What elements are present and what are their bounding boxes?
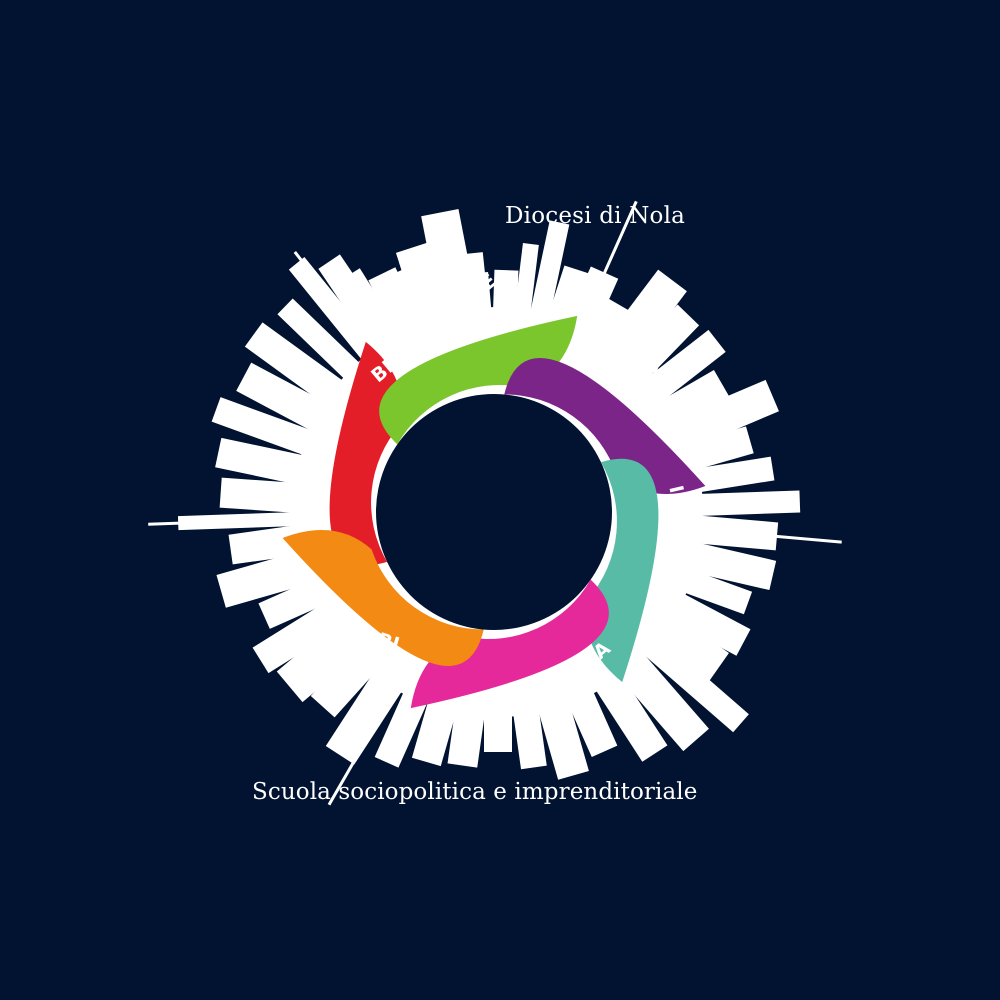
skyline-building [565, 296, 631, 381]
skyline-building [458, 252, 494, 355]
skyline-building [211, 397, 353, 470]
skyline-building [629, 370, 729, 445]
skyline-building [244, 322, 378, 431]
school-subtitle: Scuola sociopolitica e imprenditoriale [252, 779, 698, 805]
segment-valori [282, 529, 484, 666]
segment-creato [504, 358, 706, 495]
skyline-building [215, 437, 345, 494]
diocese-title: Diocesi di Nola [505, 203, 686, 229]
segment-politica [410, 579, 609, 709]
skyline-building [526, 661, 589, 780]
skyline-spire [667, 525, 842, 544]
skyline-building [615, 329, 726, 425]
skyline-building [252, 584, 371, 674]
petal-wheel [282, 315, 706, 709]
skyline-spire [327, 658, 415, 806]
skyline-building [507, 668, 547, 770]
skyline-building [521, 220, 570, 358]
skyline-building [650, 533, 777, 591]
skyline-building [610, 607, 749, 733]
skyline-building [509, 243, 539, 355]
skyline-building [632, 573, 751, 656]
skyline-building [657, 490, 801, 518]
skyline-building [579, 269, 687, 396]
skyline-building [598, 304, 700, 408]
skyline-building [644, 555, 753, 615]
skyline-spire [148, 516, 329, 526]
skyline-building [374, 270, 444, 374]
wheel-center [376, 394, 612, 630]
skyline-building [550, 652, 618, 758]
skyline-building [339, 268, 424, 383]
skyline-spire [565, 200, 638, 358]
skyline-building [276, 599, 389, 703]
skyline-building [619, 589, 729, 681]
skyline-building [638, 379, 779, 466]
skyline-building [325, 636, 426, 765]
skyline-building [310, 620, 403, 718]
skyline-building [572, 638, 668, 762]
skyline-building [236, 362, 365, 452]
segment-bene-comune [379, 315, 578, 445]
